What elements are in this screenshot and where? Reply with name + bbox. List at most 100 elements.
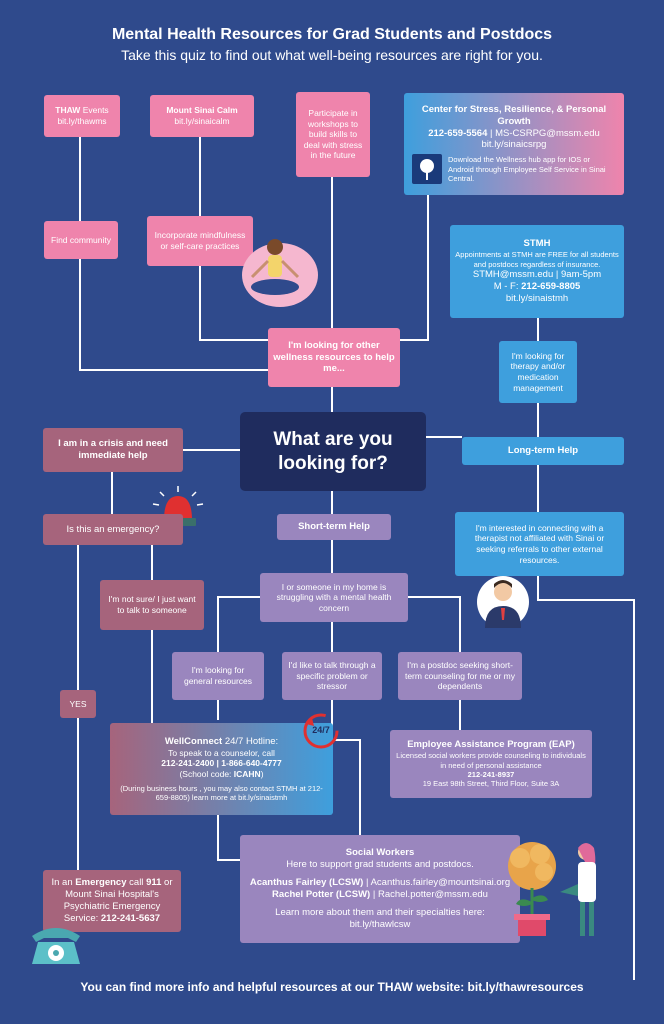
stmh-box: STMH Appointments at STMH are FREE for a… — [450, 225, 624, 318]
meditation-illustration — [242, 239, 318, 307]
other-wellness-text: I'm looking for other wellness resources… — [273, 339, 395, 375]
telephone-icon — [32, 928, 80, 964]
center-question: What are you looking for? — [273, 428, 393, 474]
connector-thaw — [79, 137, 268, 371]
stmh-line2: STMH@mssm.edu | 9am-5pm — [472, 269, 602, 280]
talk-through-box: I'd like to talk through a specific prob… — [282, 652, 382, 700]
connector-struggling-postdoc — [408, 596, 461, 652]
page-title: Mental Health Resources for Grad Student… — [111, 26, 553, 43]
social-more: Learn more about them and their specialt… — [275, 906, 485, 918]
postdoc-box: I'm a postdoc seeking short-term counsel… — [398, 652, 522, 700]
cssrpg-link[interactable]: bit.ly/sinaicsrpg — [481, 139, 547, 151]
stmh-title: STMH — [523, 238, 551, 250]
mindfulness-text: Incorporate mindfulness or self-care pra… — [154, 230, 246, 251]
therapy-box: I'm looking for therapy and/or medicatio… — [499, 341, 577, 403]
sw1-name: Acanthus Fairley (LCSW) — [249, 877, 364, 889]
stmh-line1: Appointments at STMH are FREE for all st… — [455, 250, 619, 269]
thaw-label: THAW — [55, 105, 81, 116]
short-term-text: Short-term Help — [298, 521, 370, 533]
emergency-info-call: call — [126, 877, 147, 889]
find-community-text: Find community — [51, 234, 111, 245]
clock-24-7-icon: 24/7 — [302, 712, 340, 750]
cssrpg-app-note: Download the Wellness hub app for IOS or… — [448, 155, 606, 183]
crisis-box: I am in a crisis and need immediate help — [43, 428, 183, 472]
postdoc-text: I'm a postdoc seeking short-term counsel… — [404, 660, 516, 692]
connector-struggling-general — [217, 596, 260, 652]
yes-box: YES — [60, 690, 96, 718]
social-workers-box: Social Workers Here to support grad stud… — [240, 835, 520, 943]
mindfulness-box: Incorporate mindfulness or self-care pra… — [147, 216, 253, 266]
eap-phone: 212-241-8937 — [467, 769, 515, 779]
connector-external-right — [537, 576, 635, 980]
social-title: Social Workers — [345, 847, 415, 859]
wellconnect-code: ICAHN — [233, 768, 261, 779]
thaw-events-box: THAW Events bit.ly/thawms — [44, 95, 120, 137]
wellconnect-hotline-label: 24/7 Hotline: — [222, 735, 279, 747]
struggling-box: I or someone in my home is struggling wi… — [260, 573, 408, 622]
workshops-text: Participate in workshops to build skills… — [303, 107, 363, 161]
connector-calm — [199, 137, 268, 341]
emergency-info-pre: In an — [51, 877, 76, 889]
therapist-avatar-illustration — [477, 576, 529, 628]
stmh-phone: 212-659-8805 — [521, 280, 581, 292]
emergency-info-box: In an Emergency call 911 or Mount Sinai … — [43, 870, 181, 932]
thaw-events-label: Events — [80, 105, 109, 116]
sw2-email[interactable]: | Rachel.potter@mssm.edu — [370, 889, 488, 900]
talk-through-text: I'd like to talk through a specific prob… — [288, 660, 376, 692]
not-sure-box: I'm not sure/ I just want to talk to som… — [100, 580, 204, 630]
wellconnect-box: WellConnect 24/7 Hotline: To speak to a … — [110, 723, 333, 815]
connector-cssrpg — [400, 195, 429, 341]
not-sure-text: I'm not sure/ I just want to talk to som… — [108, 594, 196, 615]
general-resources-box: I'm looking for general resources — [172, 652, 264, 700]
sw2-name: Rachel Potter (LCSW) — [272, 889, 371, 900]
thaw-link[interactable]: bit.ly/thawms — [57, 116, 107, 126]
find-community-box: Find community — [44, 221, 118, 259]
long-term-box: Long-term Help — [462, 437, 624, 465]
external-therapist-text: I'm interested in connecting with a ther… — [474, 522, 605, 565]
long-term-text: Long-term Help — [507, 445, 579, 457]
eap-desc: Licensed social workers provide counseli… — [396, 751, 586, 770]
emergency-info-911: 911 — [146, 877, 162, 889]
eap-title: Employee Assistance Program (EAP) — [407, 739, 575, 751]
wellness-hub-app-icon — [412, 154, 442, 185]
general-resources-text: I'm looking for general resources — [183, 665, 253, 686]
social-sub: Here to support grad students and postdo… — [286, 859, 474, 871]
connector-wellconnect-social — [217, 815, 240, 861]
other-wellness-box: I'm looking for other wellness resources… — [268, 328, 400, 387]
emergency-info-phone: 212-241-5637 — [100, 912, 161, 924]
struggling-text: I or someone in my home is struggling wi… — [276, 581, 392, 613]
wellconnect-code-label: (School code: — [179, 768, 234, 779]
badge-24-7-text: 24/7 — [312, 725, 330, 735]
wellconnect-line1: To speak to a counselor, call — [168, 747, 275, 758]
social-link[interactable]: bit.ly/thawlcsw — [349, 918, 411, 930]
stmh-link[interactable]: bit.ly/sinaistmh — [505, 292, 569, 304]
sw1-email[interactable]: | Acanthus.fairley@mountsinai.org — [363, 877, 511, 889]
calm-title: Mount Sinai Calm — [166, 105, 238, 116]
emergency-info-psych: or Mount Sinai Hospital's Psychiatric Em… — [63, 877, 173, 924]
yes-text: YES — [69, 698, 87, 709]
cssrpg-email[interactable]: | MS-CSRPG@mssm.edu — [487, 127, 600, 139]
cssrpg-box: Center for Stress, Resilience, & Persona… — [404, 93, 624, 195]
emergency-info-emergency: Emergency — [75, 877, 127, 889]
mount-sinai-calm-box: Mount Sinai Calm bit.ly/sinaicalm — [150, 95, 254, 137]
wellconnect-phones: 212-241-2400 | 1-866-640-4777 — [161, 758, 282, 769]
page-subtitle: Take this quiz to find out what well-bei… — [121, 47, 543, 63]
eap-box: Employee Assistance Program (EAP) Licens… — [390, 730, 592, 798]
wellconnect-code-end: ) — [260, 768, 264, 779]
cssrpg-phone: 212-659-5564 — [428, 127, 488, 139]
wellconnect-note: (During business hours , you may also co… — [120, 783, 323, 802]
emergency-question-text: Is this an emergency? — [66, 523, 160, 535]
emergency-question-box: Is this an emergency? — [43, 514, 183, 545]
calm-link[interactable]: bit.ly/sinaicalm — [174, 116, 230, 126]
therapy-text: I'm looking for therapy and/or medicatio… — [510, 350, 566, 393]
connector-talk-social — [331, 700, 361, 835]
crisis-text: I am in a crisis and need immediate help — [58, 438, 168, 461]
center-question-box: What are you looking for? — [240, 412, 426, 491]
wellconnect-title: WellConnect — [164, 735, 223, 747]
workshops-box: Participate in workshops to build skills… — [296, 92, 370, 177]
short-term-box: Short-term Help — [277, 514, 391, 540]
brain-scientist-illustration — [508, 842, 596, 936]
cssrpg-title: Center for Stress, Resilience, & Persona… — [421, 103, 607, 127]
